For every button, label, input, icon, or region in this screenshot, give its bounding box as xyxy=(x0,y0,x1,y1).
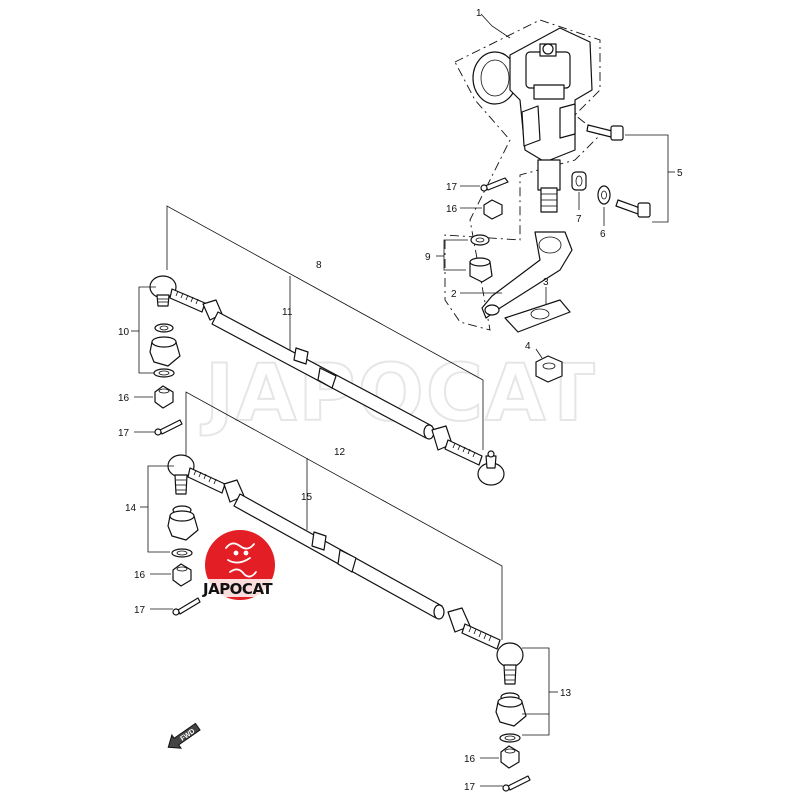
callout-17-left-lower: 17 xyxy=(134,605,146,616)
callout-16-left-lower: 16 xyxy=(134,570,146,581)
logo-text: JAPOCAT xyxy=(202,580,273,598)
castle-nut-upper[interactable] xyxy=(483,199,503,220)
callout-11: 11 xyxy=(282,307,293,318)
watermark-text: JAPOCAT xyxy=(200,349,597,439)
callout-5: 5 xyxy=(677,168,683,179)
callout-16-right: 16 xyxy=(464,754,476,765)
castle-nut-16-lower[interactable] xyxy=(500,745,520,769)
callout-17-right: 17 xyxy=(464,782,476,793)
lock-washer[interactable] xyxy=(504,299,571,333)
callout-4: 4 xyxy=(525,341,531,352)
cotter-pin-upper[interactable] xyxy=(480,177,509,192)
callout-13: 13 xyxy=(560,688,572,699)
dust-boot-14[interactable] xyxy=(167,505,199,558)
callout-6: 6 xyxy=(600,229,606,240)
pitman-arm-nut[interactable] xyxy=(535,355,563,383)
cat-emblem-icon xyxy=(225,542,257,578)
callout-16-upper: 16 xyxy=(446,204,458,215)
callout-labels: 1 2 3 4 5 6 7 8 9 10 11 12 13 14 15 16 1… xyxy=(118,8,683,793)
callout-3: 3 xyxy=(543,277,549,288)
callout-12: 12 xyxy=(334,447,346,458)
cotter-pin-17-middle[interactable] xyxy=(172,597,201,616)
cotter-pin-17-lower[interactable] xyxy=(502,775,531,792)
callout-14: 14 xyxy=(125,503,137,514)
lower-tie-rod-end-left[interactable] xyxy=(167,454,226,495)
callout-15: 15 xyxy=(301,492,313,503)
dust-boot-10[interactable] xyxy=(149,323,181,378)
upper-tie-rod-end-right[interactable] xyxy=(444,439,505,486)
leader-lines xyxy=(131,13,675,787)
callout-9: 9 xyxy=(425,252,431,263)
castle-nut-16-middle[interactable] xyxy=(172,563,192,587)
pitman-arm[interactable] xyxy=(481,231,573,319)
japocat-logo: JAPOCAT xyxy=(200,530,286,600)
callout-10: 10 xyxy=(118,327,130,338)
upper-tie-rod-tube[interactable] xyxy=(211,311,435,440)
dust-boot-9[interactable] xyxy=(469,234,493,283)
cotter-pin-17-upper[interactable] xyxy=(154,419,183,436)
castle-nut-16-upper[interactable] xyxy=(154,385,174,409)
washer-7[interactable] xyxy=(571,171,587,191)
lower-tie-rod-tube[interactable] xyxy=(233,493,445,620)
callout-17-upper: 17 xyxy=(446,182,458,193)
gear-box-bolt-lower[interactable] xyxy=(615,199,651,218)
steering-gear-box[interactable] xyxy=(444,19,601,331)
dust-boot-13[interactable] xyxy=(495,692,527,743)
gear-box-bolt-upper[interactable] xyxy=(586,124,624,141)
callout-7: 7 xyxy=(576,214,582,225)
callout-17-left-upper: 17 xyxy=(118,428,130,439)
callout-16-left-upper: 16 xyxy=(118,393,130,404)
upper-tie-rod-end-left[interactable] xyxy=(149,275,206,313)
fwd-label: FWD xyxy=(179,728,196,743)
callout-8: 8 xyxy=(316,260,322,271)
callout-1: 1 xyxy=(476,8,482,19)
lower-tie-rod-end-right[interactable] xyxy=(461,623,524,685)
callout-2: 2 xyxy=(451,289,457,300)
washer-6[interactable] xyxy=(597,185,611,205)
forward-arrow-icon: FWD xyxy=(167,722,201,749)
